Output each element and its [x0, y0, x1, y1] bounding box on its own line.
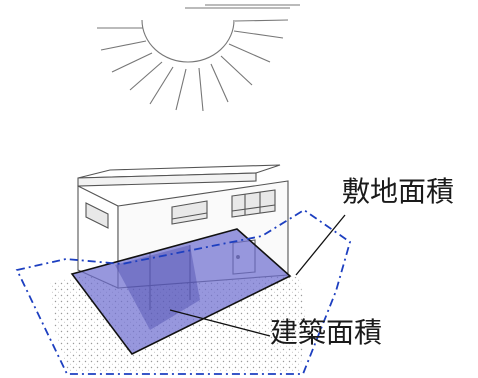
building-area-label: 建築面積: [270, 316, 383, 349]
site-boundary: [15, 208, 352, 375]
site-area-leader: [295, 214, 346, 276]
site-area-label: 敷地面積: [342, 175, 455, 208]
building-area-footprint: [70, 228, 292, 356]
footprint-shadow: [115, 245, 200, 330]
building-area-leader: [169, 309, 271, 337]
sun-icon: [97, 4, 300, 112]
